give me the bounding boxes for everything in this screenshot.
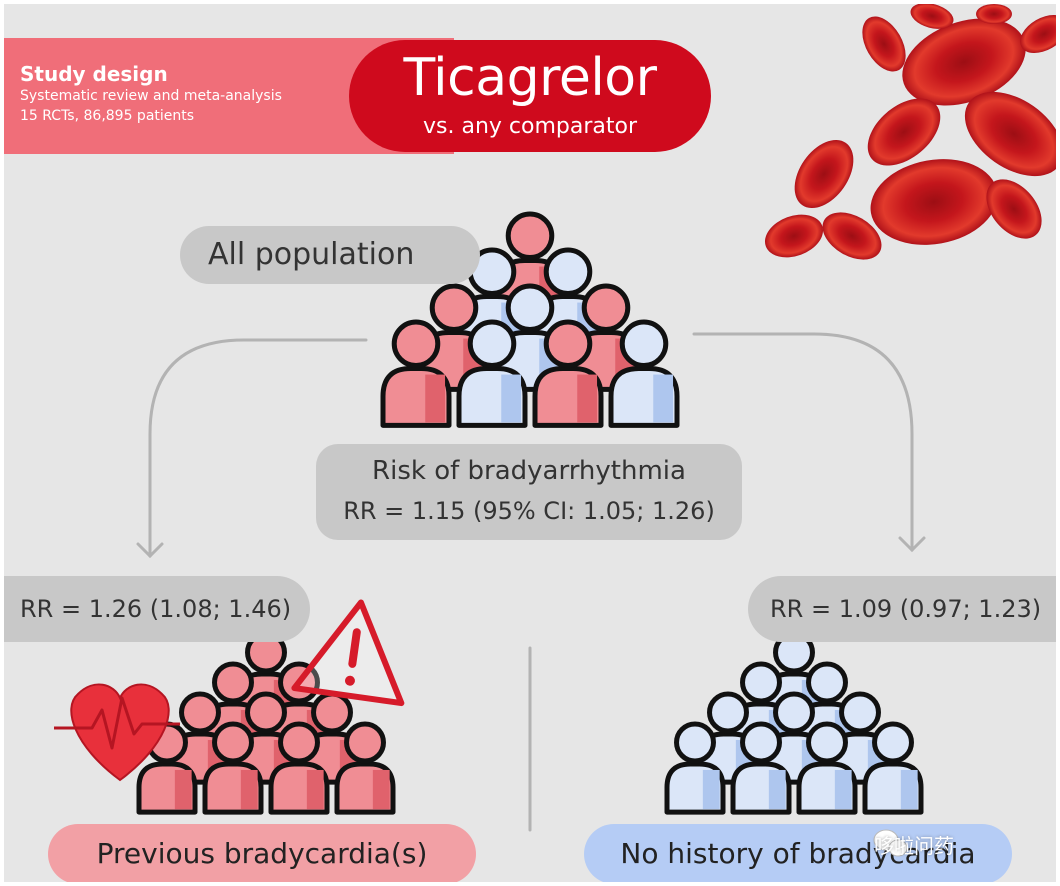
- warning-triangle-icon: [291, 599, 405, 707]
- previous-bradycardia-label: Previous bradycardia(s): [48, 824, 476, 882]
- wechat-icon: [873, 829, 908, 857]
- previous-bradycardia-rr: RR = 1.26 (1.08; 1.46): [4, 576, 310, 642]
- no-history-person: [796, 721, 858, 815]
- no-history-person: [730, 721, 792, 815]
- study-design-line-1: Systematic review and meta-analysis: [20, 88, 282, 104]
- people-crowd-icons: [136, 211, 924, 815]
- overall-risk-title: Risk of bradyarrhythmia: [372, 456, 686, 486]
- study-design-line-2: 15 RCTs, 86,895 patients: [20, 108, 195, 124]
- no-history-person: [862, 721, 924, 815]
- overall-risk-rr: RR = 1.15 (95% CI: 1.05; 1.26): [343, 497, 715, 525]
- drug-comparator: vs. any comparator: [423, 114, 637, 139]
- no-history-person: [664, 721, 726, 815]
- no-history-rr: RR = 1.09 (0.97; 1.23): [748, 576, 1056, 642]
- all-population-label: All population: [180, 226, 480, 284]
- curved-arrow-icon-left: [148, 338, 368, 558]
- all-population-person: [380, 319, 452, 428]
- overall-risk-box: Risk of bradyarrhythmia RR = 1.15 (95% C…: [316, 444, 742, 540]
- all-population-person: [608, 319, 680, 428]
- red-blood-cells-image: [764, 4, 1056, 260]
- connector-arrows: [136, 332, 926, 832]
- curved-arrow-icon-right: [692, 332, 914, 552]
- previous-bradycardia-person: [202, 721, 264, 815]
- all-population-person: [532, 319, 604, 428]
- previous-bradycardia-person: [268, 721, 330, 815]
- watermark-text: 哆啦问药: [874, 834, 954, 858]
- study-design-label: Study design: [20, 62, 168, 86]
- infographic: Study design Systematic review and meta-…: [4, 4, 1056, 882]
- drug-name: Ticagrelor: [403, 48, 657, 108]
- all-population-person: [456, 319, 528, 428]
- heartbeat-icon: [54, 683, 180, 782]
- drug-pill: [349, 40, 711, 152]
- no-history-label: No history of bradycardia: [584, 824, 1012, 882]
- previous-bradycardia-person: [334, 721, 396, 815]
